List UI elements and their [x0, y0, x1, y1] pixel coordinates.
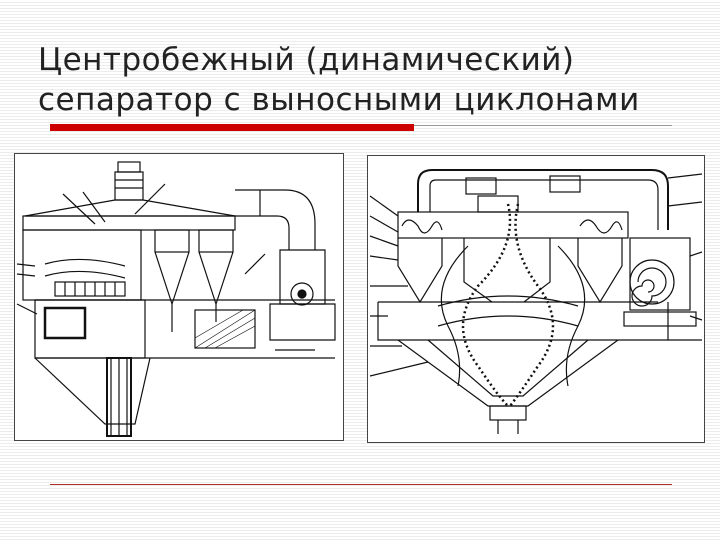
- separator-drawing-left-svg: [16, 161, 336, 437]
- footer-rule: [50, 484, 672, 485]
- title-accent-rule: [50, 124, 414, 131]
- slide-title-line-2: сепаратор с выносными циклонами: [38, 82, 640, 118]
- title-thin-rule: [414, 125, 672, 126]
- separator-drawing-left: [14, 153, 344, 441]
- slide-title-line-1: Центробежный (динамический): [38, 42, 575, 78]
- slide-title: Центробежный (динамический) сепаратор с …: [38, 40, 698, 120]
- separator-diagram-right-svg: [369, 169, 703, 434]
- separator-diagram-right: [367, 155, 705, 443]
